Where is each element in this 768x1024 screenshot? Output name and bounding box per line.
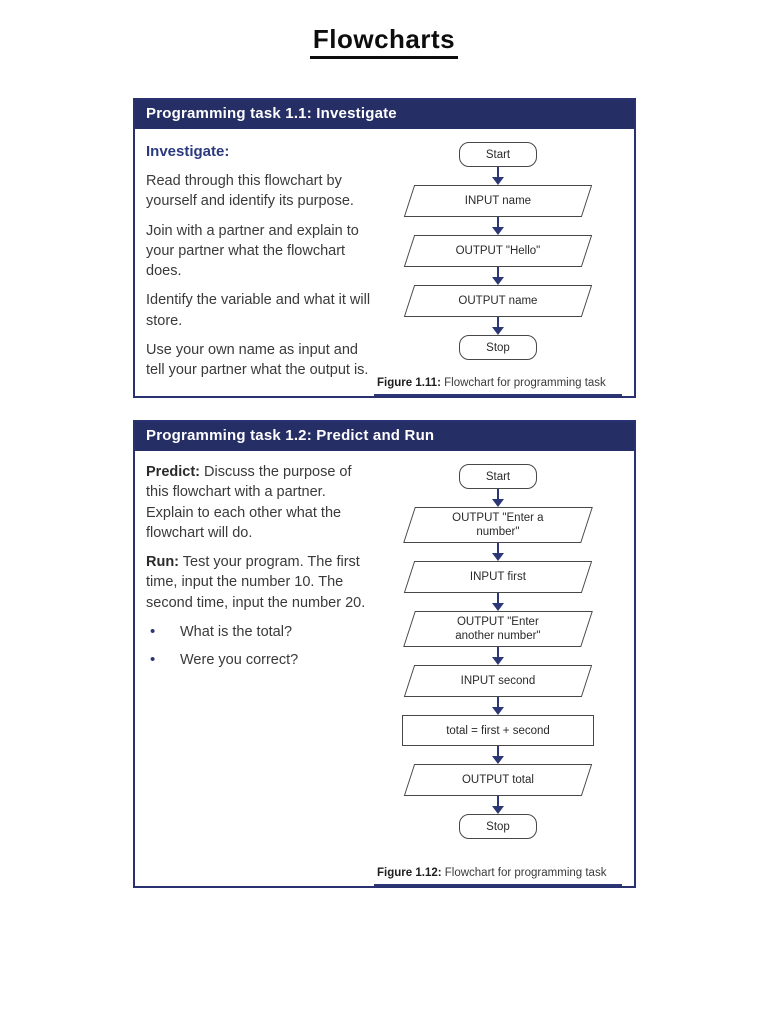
flowchart-1: Start INPUT name OUTPUT "Hello" OUTPUT n…	[374, 137, 622, 396]
arrow-down-icon	[492, 746, 504, 764]
arrow-down-icon	[492, 593, 504, 611]
flowchart-node-output-enter-another-number: OUTPUT "Enter another number"	[403, 611, 593, 647]
page-title: Flowcharts	[0, 24, 768, 59]
paragraph: Use your own name as input and tell your…	[146, 342, 369, 379]
arrow-down-icon	[492, 217, 504, 235]
paragraph: Run: Test your program. The first time, …	[146, 554, 366, 611]
flowchart-node-output-enter-a-number: OUTPUT "Enter a number"	[403, 507, 593, 543]
arrow-down-icon	[492, 267, 504, 285]
task-box-1-2: Programming task 1.2: Predict and Run Pr…	[133, 420, 636, 888]
list-item: •Were you correct?	[150, 651, 299, 669]
task-header-1-1: Programming task 1.1: Investigate	[135, 100, 634, 129]
task-body-1-1: Investigate: Read through this flowchart…	[135, 129, 634, 396]
flowchart-node-output-hello: OUTPUT "Hello"	[403, 235, 593, 267]
flowchart-node-output-name: OUTPUT name	[403, 285, 593, 317]
flowchart-node-start: Start	[459, 142, 537, 167]
figure-caption-1-12: Figure 1.12: Flowchart for programming t…	[374, 862, 622, 886]
paragraph: Read through this flowchart by yourself …	[146, 173, 354, 210]
flowchart-node-output-total: OUTPUT total	[403, 764, 593, 796]
task-box-1-1: Programming task 1.1: Investigate Invest…	[133, 98, 636, 398]
flowchart-node-input-name: INPUT name	[403, 185, 593, 217]
task-body-1-2: Predict: Discuss the purpose of this flo…	[135, 451, 634, 886]
flowchart-node-input-second: INPUT second	[403, 665, 593, 697]
paragraph: Predict: Discuss the purpose of this flo…	[146, 464, 352, 541]
list-item: •What is the total?	[150, 623, 293, 641]
paragraph: Join with a partner and explain to your …	[146, 222, 359, 280]
flowchart-node-total-assignment: total = first + second	[402, 715, 594, 746]
flowchart-node-stop: Stop	[459, 814, 537, 839]
figure-caption-1-11: Figure 1.11: Flowchart for programming t…	[374, 372, 622, 396]
arrow-down-icon	[492, 697, 504, 715]
arrow-down-icon	[492, 489, 504, 507]
arrow-down-icon	[492, 543, 504, 561]
instructions-column: Investigate: Read through this flowchart…	[146, 137, 374, 396]
flowchart-node-input-first: INPUT first	[403, 561, 593, 593]
flowchart-node-start: Start	[459, 464, 537, 489]
instructions-column: Predict: Discuss the purpose of this flo…	[146, 459, 374, 886]
arrow-down-icon	[492, 317, 504, 335]
arrow-down-icon	[492, 167, 504, 185]
bullet-icon: •	[150, 651, 156, 669]
bullet-icon: •	[150, 623, 156, 641]
paragraph: Identify the variable and what it will s…	[146, 292, 371, 329]
question-list: •What is the total? •Were you correct?	[146, 622, 374, 671]
section-lead: Investigate:	[146, 143, 230, 160]
task-header-1-2: Programming task 1.2: Predict and Run	[135, 422, 634, 451]
flowchart-2: Start OUTPUT "Enter a number" INPUT firs…	[374, 459, 622, 886]
arrow-down-icon	[492, 796, 504, 814]
flowchart-node-stop: Stop	[459, 335, 537, 360]
arrow-down-icon	[492, 647, 504, 665]
